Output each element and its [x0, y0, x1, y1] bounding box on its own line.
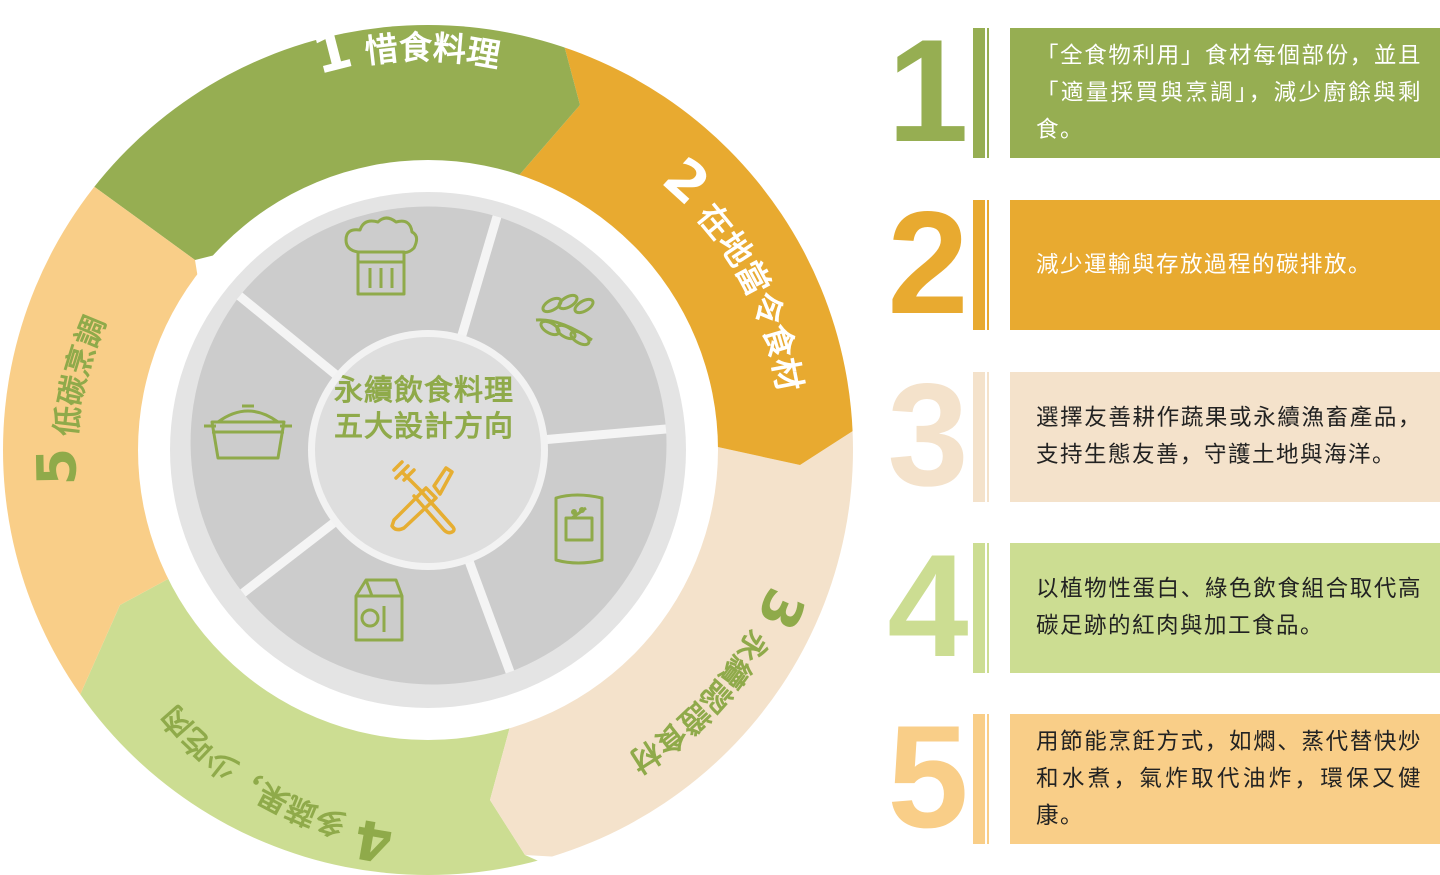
panel-3-description: 選擇友善耕作蔬果或永續漁畜產品，支持生態友善，守護土地與海洋。 [1010, 372, 1440, 502]
panel-3: 3 選擇友善耕作蔬果或永續漁畜產品，支持生態友善，守護土地與海洋。 [876, 360, 1440, 510]
design-wheel: 永續飲食料理 五大設計方向 [3, 25, 853, 875]
panel-1-number: 1 [887, 9, 968, 172]
panel-5: 5 用節能烹飪方式，如燜、蒸代替快炒和水煮，氣炸取代油炸，環保又健康。 [876, 702, 1440, 852]
panel-1: 1 「全食物利用」食材每個部份，並且「適量採買與烹調」，減少廚餘與剩食。 [876, 16, 1440, 166]
panel-3-number: 3 [887, 353, 968, 516]
center-title-line2: 五大設計方向 [334, 409, 514, 443]
panel-3-bar [973, 372, 985, 502]
panel-4-description: 以植物性蛋白、綠色飲食組合取代高碳足跡的紅肉與加工食品。 [1010, 543, 1440, 673]
panel-2-thin-bar [987, 200, 989, 330]
milk-carton-icon [354, 578, 404, 642]
chef-hat-icon [344, 216, 419, 296]
panel-5-thin-bar [987, 714, 989, 844]
rice-bag-icon [554, 493, 604, 565]
panel-4-bar [973, 543, 985, 673]
panel-4: 4 以植物性蛋白、綠色飲食組合取代高碳足跡的紅肉與加工食品。 [876, 531, 1440, 681]
panel-3-thin-bar [987, 372, 989, 502]
panel-5-number: 5 [887, 695, 968, 858]
outer-ring [3, 25, 853, 875]
fork-knife-icon [390, 460, 456, 535]
center-disc [315, 337, 541, 563]
panel-4-thin-bar [987, 543, 989, 673]
panel-2-description: 減少運輸與存放過程的碳排放。 [1010, 200, 1440, 330]
panel-5-bar [973, 714, 985, 844]
panel-4-number: 4 [887, 524, 968, 687]
center-title-line1: 永續飲食料理 [334, 373, 514, 407]
panel-2-number: 2 [887, 181, 968, 344]
panel-1-description: 「全食物利用」食材每個部份，並且「適量採買與烹調」，減少廚餘與剩食。 [1010, 28, 1440, 158]
panel-2: 2 減少運輸與存放過程的碳排放。 [876, 188, 1440, 338]
segment-5-number: 5 [25, 447, 89, 486]
panel-1-thin-bar [987, 28, 989, 158]
panel-1-bar [973, 28, 985, 158]
panel-5-description: 用節能烹飪方式，如燜、蒸代替快炒和水煮，氣炸取代油炸，環保又健康。 [1010, 714, 1440, 844]
cooking-pot-icon [204, 404, 292, 460]
panel-2-bar [973, 200, 985, 330]
wheat-icon [535, 293, 595, 347]
